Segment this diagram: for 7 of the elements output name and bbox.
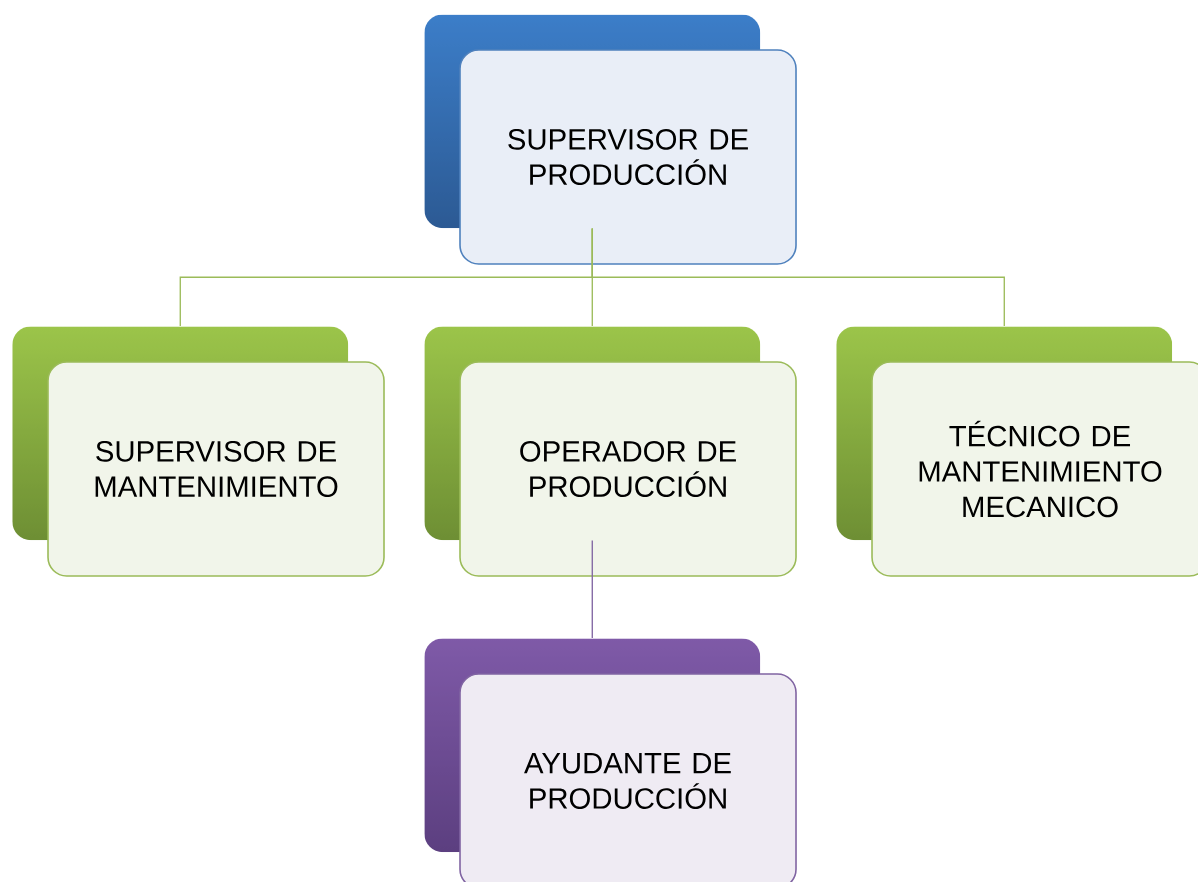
connector-line [591,227,1005,327]
org-chart-box: TÉCNICO DE MANTENIMIENTO MECANICO [871,361,1198,577]
org-chart-box: AYUDANTE DE PRODUCCIÓN [459,673,797,882]
org-chart-box: OPERADOR DE PRODUCCIÓN [459,361,797,577]
org-chart-box: SUPERVISOR DE PRODUCCIÓN [459,49,797,265]
connector-line [591,539,593,639]
org-chart-box: SUPERVISOR DE MANTENIMIENTO [47,361,385,577]
